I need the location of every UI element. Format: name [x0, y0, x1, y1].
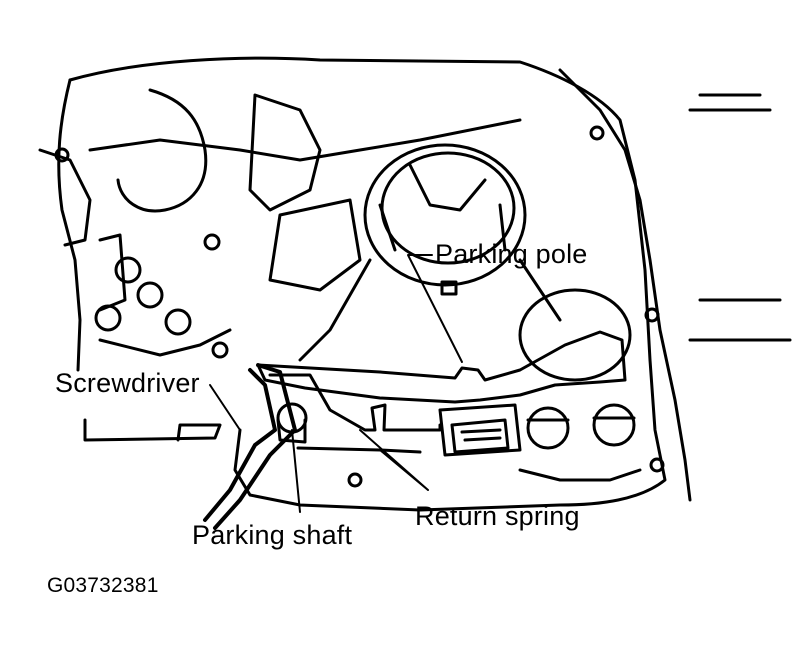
leader-parking-shaft	[291, 429, 301, 513]
figure-id: G03732381	[47, 574, 159, 597]
pole-notch	[440, 280, 458, 296]
case-far-right-line	[688, 93, 792, 342]
web-left-3	[268, 198, 362, 292]
bolt-hole	[136, 281, 164, 309]
label-screwdriver: Screwdriver	[55, 368, 200, 398]
bolt-hole	[649, 457, 665, 473]
screwdriver	[203, 368, 277, 522]
leader-return-spring	[359, 429, 429, 491]
bolt-hole	[54, 147, 70, 163]
bolt-hole	[589, 125, 605, 141]
case-right-flange	[558, 68, 692, 502]
web-left-1	[116, 88, 208, 213]
label-parking-shaft: Parking shaft	[192, 520, 353, 550]
bolt-hole	[203, 233, 221, 251]
case-inner-rib-top	[88, 118, 522, 162]
leader-parking-pole	[407, 254, 463, 363]
bore-web	[298, 258, 562, 362]
return-spring	[268, 373, 442, 432]
case-left-edge	[57, 78, 82, 372]
bolt-hole	[94, 304, 122, 332]
lower-left-structure	[98, 328, 232, 357]
bolt-hole	[644, 307, 660, 323]
bolt-hole	[347, 472, 363, 488]
case-lower-right	[518, 468, 642, 482]
web-left-4	[98, 233, 127, 312]
screwdriver	[213, 363, 297, 530]
web-left-2	[248, 93, 322, 212]
bolt-hole	[114, 256, 142, 284]
lower-left-structure	[83, 418, 222, 442]
leader-screwdriver	[209, 384, 241, 431]
bolt-head-right	[592, 403, 636, 447]
label-return-spring: Return spring	[415, 501, 580, 531]
bolt-hole	[211, 341, 229, 359]
label-parking-pole: Parking pole	[435, 239, 588, 269]
return-spring-lower	[296, 446, 422, 454]
bolt-head-right	[526, 406, 570, 450]
right-boss	[518, 288, 632, 382]
bolt-head-right-detail	[526, 416, 636, 422]
bore-detail	[378, 163, 507, 252]
detent-lines	[460, 428, 502, 442]
bore-outer	[363, 143, 527, 287]
web-left-5	[38, 148, 92, 247]
case-outline	[68, 56, 667, 512]
parking-pawl	[256, 330, 627, 404]
bolt-hole	[164, 308, 192, 336]
detent-block	[438, 403, 522, 457]
